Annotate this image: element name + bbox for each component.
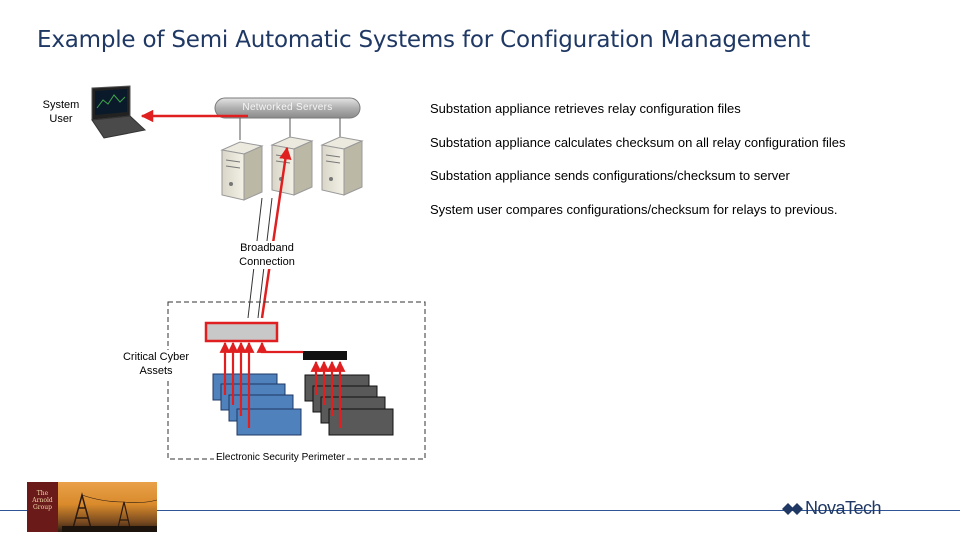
relay-icon: [212, 373, 302, 436]
networked-servers-label: Networked Servers: [242, 102, 333, 113]
step-2: Substation appliance calculates checksum…: [430, 135, 846, 150]
broadband-label: Broadband Connection: [232, 241, 302, 269]
server-icon: [320, 136, 364, 196]
page-title: Example of Semi Automatic Systems for Co…: [37, 27, 811, 53]
relay-to-appliance-arrows: [219, 341, 346, 428]
appliance-to-server-arrow: [260, 146, 292, 319]
step-1: Substation appliance retrieves relay con…: [430, 101, 741, 116]
arnold-group-badge: The Arnold Group: [27, 482, 58, 532]
step-3: Substation appliance sends configuration…: [430, 168, 790, 183]
server-icon: [270, 136, 314, 196]
footer-divider: [0, 510, 960, 511]
novatech-brand: NovaTech: [805, 498, 882, 518]
transmission-tower-icon: [62, 492, 157, 532]
perimeter-label: Electronic Security Perimeter: [214, 452, 347, 463]
appliance-icon: [204, 321, 279, 343]
security-perimeter: [167, 301, 426, 460]
relay-switch-icon: [303, 351, 347, 360]
arnold-group-logo: The Arnold Group: [27, 482, 157, 532]
step-4: System user compares configurations/chec…: [430, 202, 838, 217]
networked-servers-bar: [214, 97, 361, 119]
server-icon: [220, 141, 264, 201]
system-user-label: System User: [42, 99, 80, 125]
critical-assets-label: Critical Cyber Assets: [114, 350, 198, 378]
laptop-icon: [91, 85, 147, 139]
novatech-logo-icon: [782, 502, 804, 521]
relay-icon: [304, 374, 394, 436]
